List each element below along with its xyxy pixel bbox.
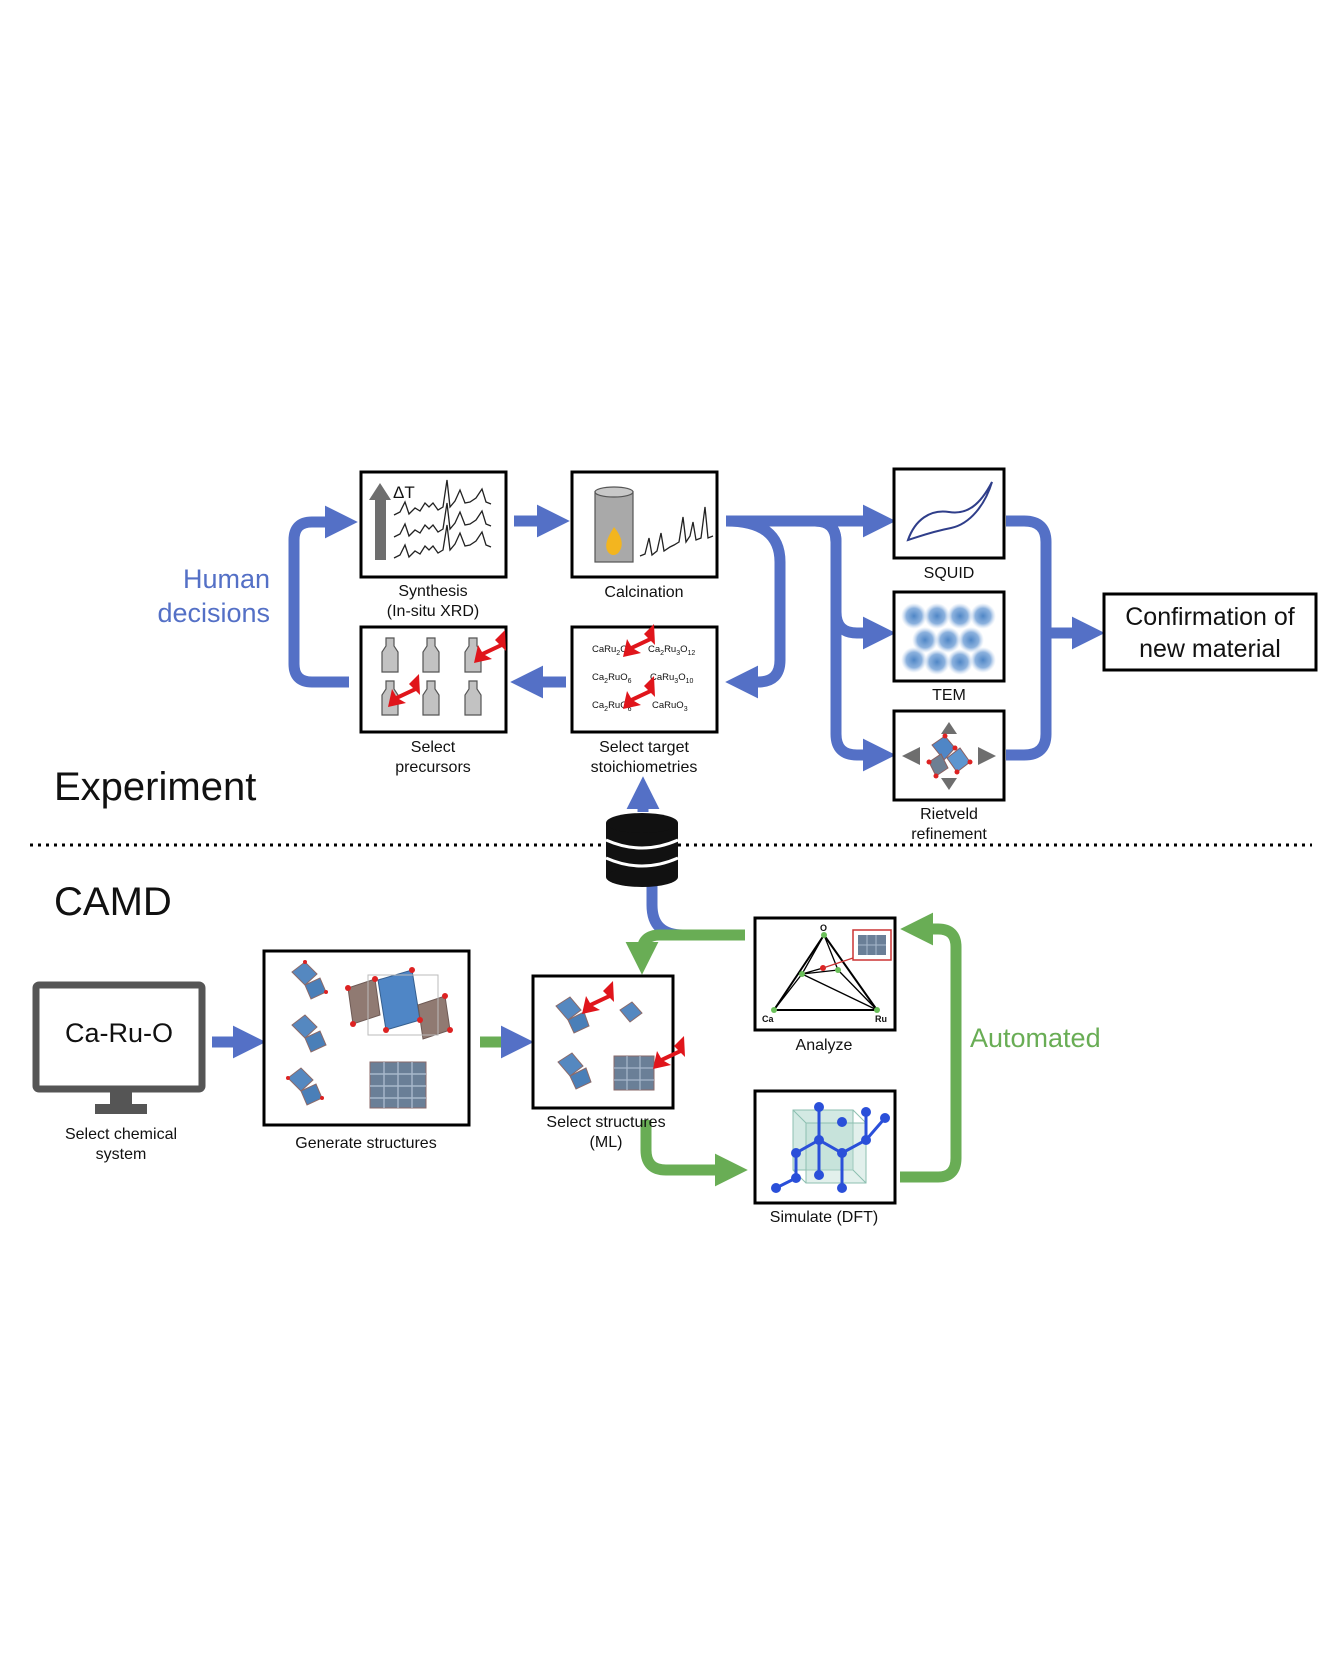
red-arrow-icon xyxy=(388,674,420,707)
dense-structure-cluster xyxy=(369,1061,427,1109)
synthesis-label-line2: (In-situ XRD) xyxy=(387,603,479,620)
phase-diagram-icon: O Ca Ru xyxy=(762,923,892,1024)
structure-cluster xyxy=(286,1067,324,1106)
chemical-system-text: Ca-Ru-O xyxy=(65,1018,173,1048)
tem-panel xyxy=(892,590,1006,683)
database-icon xyxy=(605,813,679,887)
camd-flow-arrows xyxy=(212,912,962,1187)
stoichiometries-label-line2: stoichiometries xyxy=(591,759,698,776)
formula-cell: Ca2Ru3O12 xyxy=(648,644,695,657)
precursors-panel xyxy=(359,625,508,734)
synthesis-panel: ΔT xyxy=(359,470,508,579)
rietveld-panel xyxy=(892,709,1006,802)
rietveld-label-line1: Rietveld xyxy=(920,806,978,823)
precursors-label-line1: Select xyxy=(411,739,456,756)
red-arrow-icon xyxy=(623,624,655,657)
hysteresis-curve-icon xyxy=(906,481,993,542)
flame-icon xyxy=(606,527,622,555)
human-decisions-label-line2: decisions xyxy=(157,598,270,628)
red-arrow-icon xyxy=(474,630,506,663)
squid-label: SQUID xyxy=(924,565,975,582)
system-label-line1: Select chemical xyxy=(65,1126,177,1143)
automated-label: Automated xyxy=(970,1023,1101,1053)
generate-structures-panel xyxy=(262,949,471,1127)
formula-cell: Ca2RuO6 xyxy=(592,672,632,685)
system-label-line2: system xyxy=(96,1146,147,1163)
experiment-flow-arrows xyxy=(288,504,1105,941)
arrow-down-icon xyxy=(941,778,957,790)
structure-cluster xyxy=(291,960,328,1000)
large-structure-unit-cell xyxy=(345,967,453,1040)
synthesis-label-line1: Synthesis xyxy=(398,583,467,600)
vertex-label-ru: Ru xyxy=(875,1014,887,1024)
arrow-left-icon xyxy=(902,747,920,765)
tem-label: TEM xyxy=(932,687,966,704)
analyze-label: Analyze xyxy=(796,1037,853,1054)
confirmation-label-line1: Confirmation of xyxy=(1125,603,1295,631)
generate-structures-label: Generate structures xyxy=(295,1135,436,1152)
calcination-xrd-pattern xyxy=(639,506,714,557)
structure-cluster xyxy=(291,1014,327,1053)
formula-cell: Ca2RuO6 xyxy=(592,700,632,713)
simulate-label: Simulate (DFT) xyxy=(770,1209,878,1226)
red-arrow-icon xyxy=(582,981,614,1014)
precursor-bottles xyxy=(381,637,482,716)
monitor-icon: Ca-Ru-O xyxy=(32,981,206,1114)
calcination-panel xyxy=(570,470,719,579)
precursors-label-line2: precursors xyxy=(395,759,471,776)
confirmation-box: Confirmation of new material xyxy=(1102,592,1318,672)
select-structures-label-line1: Select structures xyxy=(546,1114,665,1131)
camd-title: CAMD xyxy=(54,880,172,924)
delta-t-label: ΔT xyxy=(393,483,415,502)
select-structures-label-line2: (ML) xyxy=(590,1134,623,1151)
rietveld-label-line2: refinement xyxy=(911,826,987,843)
tem-lattice-image xyxy=(901,603,996,675)
xrd-pattern-bottom xyxy=(393,524,492,559)
human-decisions-label-line1: Human xyxy=(183,564,270,594)
vertex-label-o: O xyxy=(820,923,827,933)
dft-structure-icon xyxy=(771,1102,890,1193)
xrd-pattern-mid xyxy=(393,502,492,538)
crystal-structure-icon xyxy=(926,733,973,779)
select-structures-panel xyxy=(531,974,685,1110)
experiment-title: Experiment xyxy=(54,765,256,809)
stoichiometry-formulas: CaRu2O6 Ca2Ru3O12 Ca2RuO6 CaRu3O10 Ca2Ru… xyxy=(592,644,695,713)
red-arrow-icon xyxy=(653,1036,685,1069)
simulate-panel xyxy=(753,1089,897,1205)
xrd-pattern-top xyxy=(393,479,492,516)
arrow-right-icon xyxy=(978,747,996,765)
formula-cell: CaRu3O10 xyxy=(650,672,693,685)
vertex-label-ca: Ca xyxy=(762,1014,774,1024)
formula-cell: CaRuO3 xyxy=(652,700,688,713)
squid-panel xyxy=(892,467,1006,560)
confirmation-label-line2: new material xyxy=(1139,635,1281,663)
arrow-up-icon xyxy=(941,722,957,734)
stoichiometries-panel: CaRu2O6 Ca2Ru3O12 Ca2RuO6 CaRu3O10 Ca2Ru… xyxy=(570,624,719,734)
analyze-panel: O Ca Ru xyxy=(753,916,897,1032)
red-arrow-icon xyxy=(623,676,655,709)
stoichiometries-label-line1: Select target xyxy=(599,739,689,756)
temperature-arrow-icon xyxy=(375,500,386,560)
calcination-label: Calcination xyxy=(604,584,683,601)
